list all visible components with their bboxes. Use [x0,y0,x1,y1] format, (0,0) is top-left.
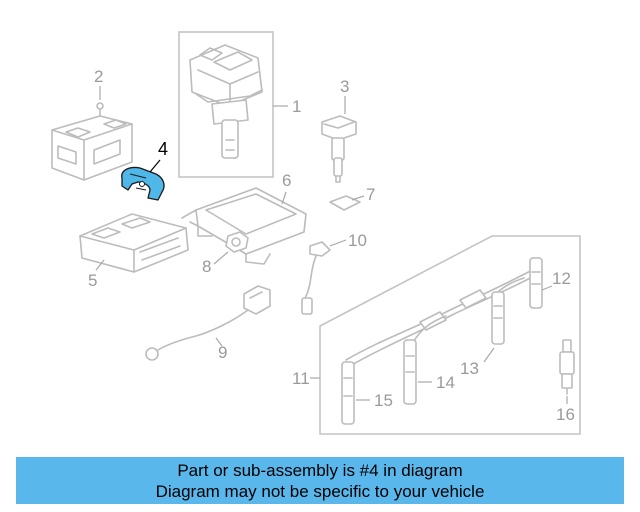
part-10-sensor-lead[interactable] [301,241,331,315]
part-1-ignition-coil[interactable] [189,44,263,159]
part-12-boot[interactable] [529,257,543,309]
leader-9 [215,337,223,347]
part-15-boot[interactable] [341,361,355,425]
part-11-wire-set[interactable] [345,267,539,367]
callout-7[interactable]: 7 [366,185,375,204]
callout-9[interactable]: 9 [218,343,227,362]
leader-13 [483,347,495,363]
part-8-sensor[interactable] [225,231,249,253]
part-5-housing[interactable] [79,213,189,273]
callout-14[interactable]: 14 [436,373,455,392]
callout-1[interactable]: 1 [292,97,301,116]
part-9-harness[interactable] [145,285,271,361]
leader-10 [329,239,347,247]
part-6-mounting-plate[interactable] [181,187,307,265]
part-2-control-module[interactable] [51,102,133,181]
part-3-coil-pack[interactable] [321,115,357,183]
callout-2[interactable]: 2 [94,67,103,86]
callout-15[interactable]: 15 [374,391,393,410]
part-13-boot[interactable] [491,291,505,345]
leader-8 [213,251,229,265]
callout-11[interactable]: 11 [292,369,310,388]
part-1-frame [178,31,274,178]
leader-5 [95,259,105,271]
part-4-bracket[interactable] [121,166,165,201]
leader-12 [541,285,553,291]
banner-line-part-number: Part or sub-assembly is #4 in diagram [177,461,463,480]
callout-10[interactable]: 10 [348,231,367,250]
callout-12[interactable]: 12 [552,269,571,288]
part-16-spark-plug[interactable] [559,339,575,395]
leader-4 [149,159,161,173]
leader-7 [351,195,365,201]
callout-5[interactable]: 5 [88,271,97,290]
part-14-boot[interactable] [403,339,417,405]
info-banner: Part or sub-assembly is #4 in diagram Di… [16,457,624,504]
callout-3[interactable]: 3 [340,77,349,96]
banner-line-disclaimer: Diagram may not be specific to your vehi… [155,482,485,501]
callout-16[interactable]: 16 [556,405,575,424]
part-7-label[interactable] [329,195,361,211]
callout-13[interactable]: 13 [460,359,479,378]
callout-8[interactable]: 8 [202,257,211,276]
part-11-frame [319,235,581,435]
leader-6 [281,191,287,205]
callout-6[interactable]: 6 [282,171,291,190]
callout-4[interactable]: 4 [158,139,168,159]
